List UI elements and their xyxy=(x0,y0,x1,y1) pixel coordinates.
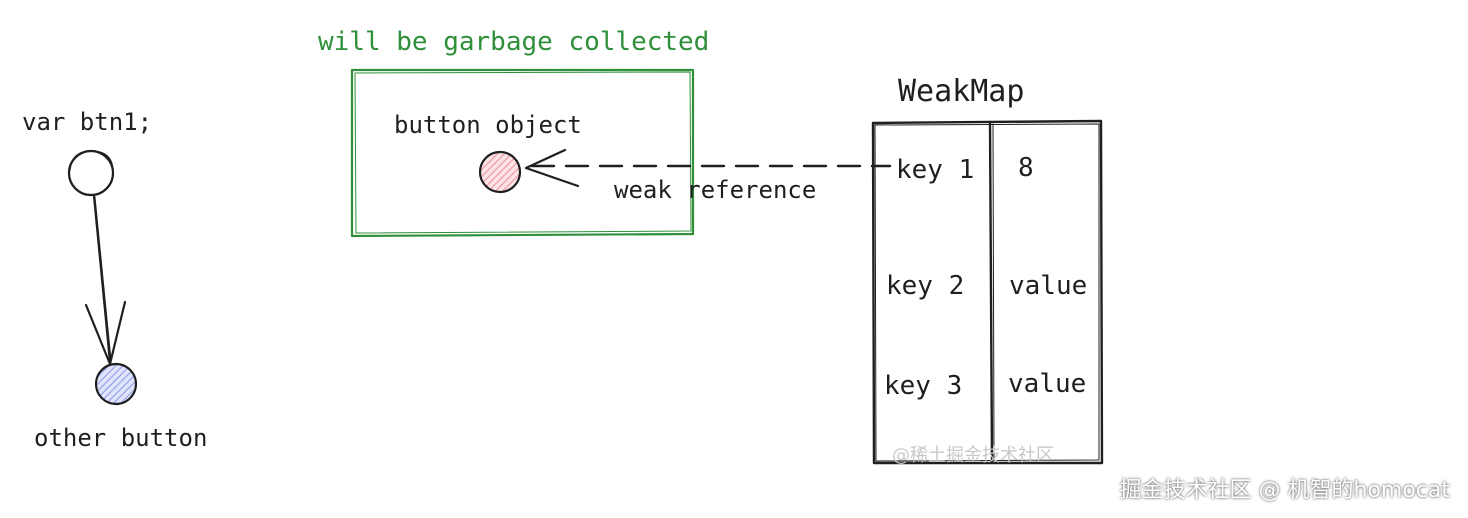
reference-arrow xyxy=(84,194,127,366)
weakmap-value-3: value xyxy=(1008,369,1086,399)
var-btn1-label: var btn1; xyxy=(22,108,152,136)
weakmap-title: WeakMap xyxy=(898,74,1024,109)
weakmap-value-2: value xyxy=(1009,271,1087,301)
gc-box-title: will be garbage collected xyxy=(318,27,709,57)
var-btn1-node xyxy=(67,149,115,197)
button-object-node xyxy=(478,150,522,194)
button-object-label: button object xyxy=(394,111,582,139)
weak-reference-label: weak reference xyxy=(614,176,816,204)
faint-watermark: @稀土掘金技术社区 xyxy=(892,445,1054,466)
weakmap-key-3: key 3 xyxy=(884,371,962,401)
weakmap-value-1: 8 xyxy=(1018,153,1034,183)
weakmap-table xyxy=(871,119,1104,465)
site-watermark: 掘金技术社区 @ 机智的homocat xyxy=(1119,478,1450,503)
other-button-node xyxy=(94,362,138,406)
gc-box xyxy=(350,68,695,238)
weakmap-key-2: key 2 xyxy=(886,271,964,301)
weakmap-key-1: key 1 xyxy=(896,155,974,185)
other-button-label: other button xyxy=(34,424,207,452)
weak-reference-arrow xyxy=(524,148,892,188)
